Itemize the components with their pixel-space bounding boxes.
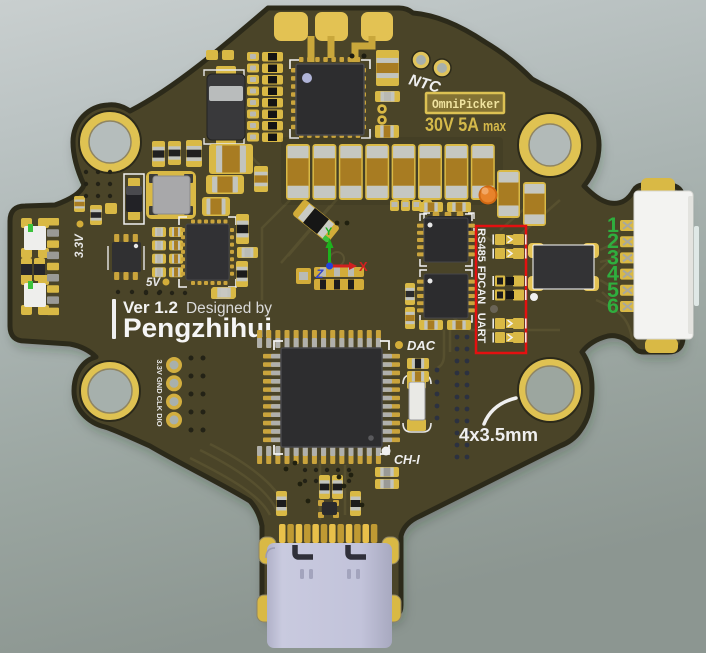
svg-text:5: 5 <box>607 278 619 302</box>
svg-text:5V: 5V <box>146 277 161 289</box>
svg-text:1: 1 <box>607 213 619 237</box>
svg-text:UART: UART <box>475 313 487 344</box>
svg-text:CH-I: CH-I <box>394 453 420 467</box>
svg-text:4x3.5mm: 4x3.5mm <box>459 424 538 445</box>
svg-text:Y: Y <box>325 226 333 238</box>
svg-text:X: X <box>359 259 368 274</box>
svg-text:Pengzhihui: Pengzhihui <box>123 313 272 343</box>
svg-text:Z: Z <box>315 267 324 281</box>
svg-text:3: 3 <box>607 245 619 269</box>
svg-text:Designed by: Designed by <box>186 300 272 317</box>
svg-text:30V 5A: 30V 5A <box>425 114 479 136</box>
svg-text:FDCAN: FDCAN <box>475 266 487 305</box>
svg-text:3.3V: 3.3V <box>74 233 86 258</box>
svg-text:3.3V GND CLK DIO: 3.3V GND CLK DIO <box>155 359 164 426</box>
svg-text:max: max <box>483 119 506 135</box>
svg-text:6: 6 <box>607 294 619 318</box>
svg-text:4: 4 <box>607 262 619 286</box>
svg-text:OmniPicker: OmniPicker <box>432 98 500 112</box>
svg-text:DAC: DAC <box>407 338 436 353</box>
svg-text:2: 2 <box>607 229 619 253</box>
svg-text:Ver 1.2: Ver 1.2 <box>123 298 178 317</box>
svg-text:RS485: RS485 <box>475 228 487 262</box>
